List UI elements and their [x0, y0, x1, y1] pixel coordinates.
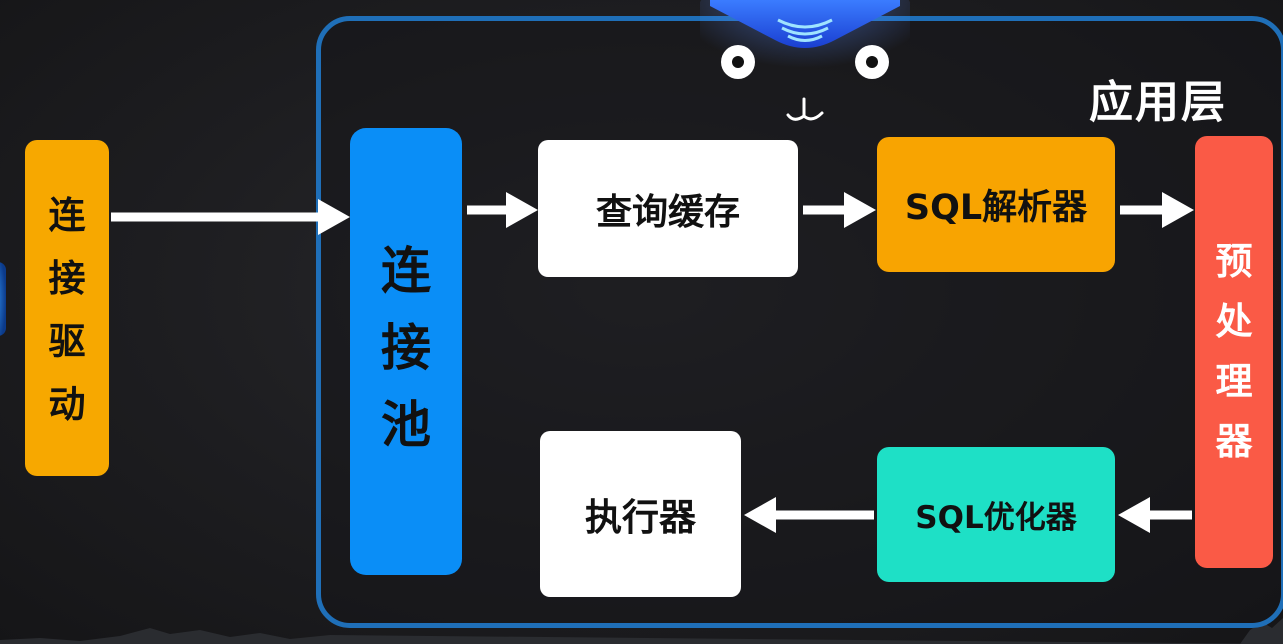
mascot-robot-icon [700, 0, 910, 121]
arrow-parser-to-preprocessor [1120, 192, 1194, 228]
label-char: 池 [381, 396, 431, 454]
executor-label: 执行器 [585, 496, 696, 539]
label-char: 接 [48, 257, 86, 300]
arrow-preprocessor-to-optimizer [1118, 497, 1192, 533]
arrow-pool-to-cache [467, 192, 538, 228]
arrow-optimizer-to-executor [744, 497, 874, 533]
sql-parser-label: SQL解析器 [904, 188, 1088, 228]
sql-parser-box: SQL解析器 [877, 137, 1115, 272]
label-char: 预 [1215, 240, 1253, 283]
preprocessor-box: 预处理器 [1195, 136, 1273, 568]
arrow-cache-to-parser [803, 192, 876, 228]
query-cache-label: 查询缓存 [595, 191, 740, 233]
layer-title: 应用层 [1089, 77, 1227, 128]
ground-silhouette [0, 618, 1283, 644]
arrow-driver-to-pool [111, 199, 350, 235]
side-glow-decoration [0, 262, 6, 336]
label-char: 连 [48, 194, 86, 237]
label-char: 动 [48, 383, 86, 426]
label-char: 接 [381, 319, 431, 377]
label-char: 连 [381, 242, 431, 300]
label-char: 驱 [48, 320, 86, 363]
label-char: 理 [1215, 360, 1253, 403]
query-cache-box: 查询缓存 [538, 140, 798, 277]
sql-optimizer-box: SQL优化器 [877, 447, 1115, 582]
label-char: 器 [1215, 420, 1253, 463]
executor-box: 执行器 [540, 431, 741, 597]
connection-driver-box: 连接驱动 [25, 140, 109, 476]
label-char: 处 [1215, 300, 1253, 343]
connection-pool-box: 连接池 [350, 128, 462, 575]
sql-optimizer-label: SQL优化器 [915, 500, 1077, 536]
